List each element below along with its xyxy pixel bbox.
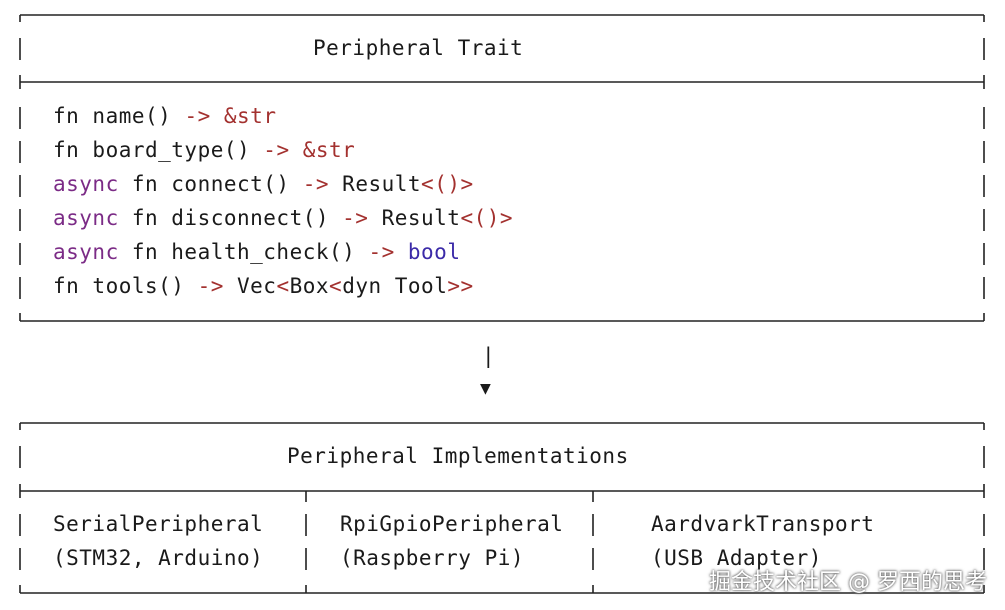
code-token: fn board_type()	[53, 138, 264, 162]
code-token: ->	[197, 274, 224, 298]
code-token: <	[329, 274, 343, 298]
code-token: bool	[407, 240, 461, 264]
code-token: <	[276, 274, 290, 298]
trait-method-line: fn tools() -> Vec<Box<dyn Tool>>	[53, 273, 474, 299]
code-token: Result	[329, 172, 422, 196]
code-token: <()>	[421, 172, 474, 196]
trait-box-frame	[19, 14, 985, 322]
code-token: ->	[342, 206, 369, 230]
code-token	[290, 138, 303, 162]
trait-box-title: Peripheral Trait	[313, 36, 524, 60]
code-token: &str	[302, 138, 356, 162]
code-token	[211, 104, 224, 128]
code-token: async	[53, 206, 119, 230]
code-token: ->	[184, 104, 211, 128]
code-token: fn connect()	[118, 172, 303, 196]
watermark: 掘金技术社区 @ 罗西的思考	[709, 570, 987, 595]
impl-name-rpi-gpio: RpiGpioPeripheral	[340, 512, 564, 536]
code-token: fn disconnect()	[118, 206, 343, 230]
trait-method-line: fn name() -> &str	[53, 103, 276, 129]
code-token: Box	[289, 274, 330, 298]
code-token: <()>	[460, 206, 514, 230]
trait-method-line: async fn health_check() -> bool	[53, 239, 460, 265]
trait-method-line: fn board_type() -> &str	[53, 137, 355, 163]
code-token: async	[53, 240, 119, 264]
code-token: async	[53, 172, 119, 196]
code-token: ->	[263, 138, 290, 162]
code-token: ->	[302, 172, 330, 196]
code-token: &str	[223, 104, 277, 128]
code-token: dyn Tool	[342, 274, 448, 298]
impl-box-frame	[19, 422, 985, 594]
impl-name-aardvark: AardvarkTransport	[651, 512, 875, 536]
code-token: fn tools()	[53, 274, 198, 298]
impl-box-title: Peripheral Implementations	[287, 444, 629, 468]
arrow-shaft: |	[482, 344, 496, 368]
impl-detail-serial: (STM32, Arduino)	[53, 546, 264, 570]
impl-detail-aardvark: (USB Adapter)	[651, 546, 822, 570]
code-token: ->	[368, 240, 395, 264]
code-token: fn health_check()	[118, 240, 369, 264]
code-token: Result	[368, 206, 461, 230]
impl-detail-rpi-gpio: (Raspberry Pi)	[340, 546, 525, 570]
code-token: Vec	[223, 274, 277, 298]
code-token: >>	[447, 274, 474, 298]
code-token	[395, 240, 408, 264]
code-token: fn name()	[53, 104, 185, 128]
trait-method-line: async fn connect() -> Result<()>	[53, 171, 474, 197]
impl-name-serial: SerialPeripheral	[53, 512, 264, 536]
trait-method-line: async fn disconnect() -> Result<()>	[53, 205, 513, 231]
arrow-down-icon: ▼	[480, 378, 492, 399]
